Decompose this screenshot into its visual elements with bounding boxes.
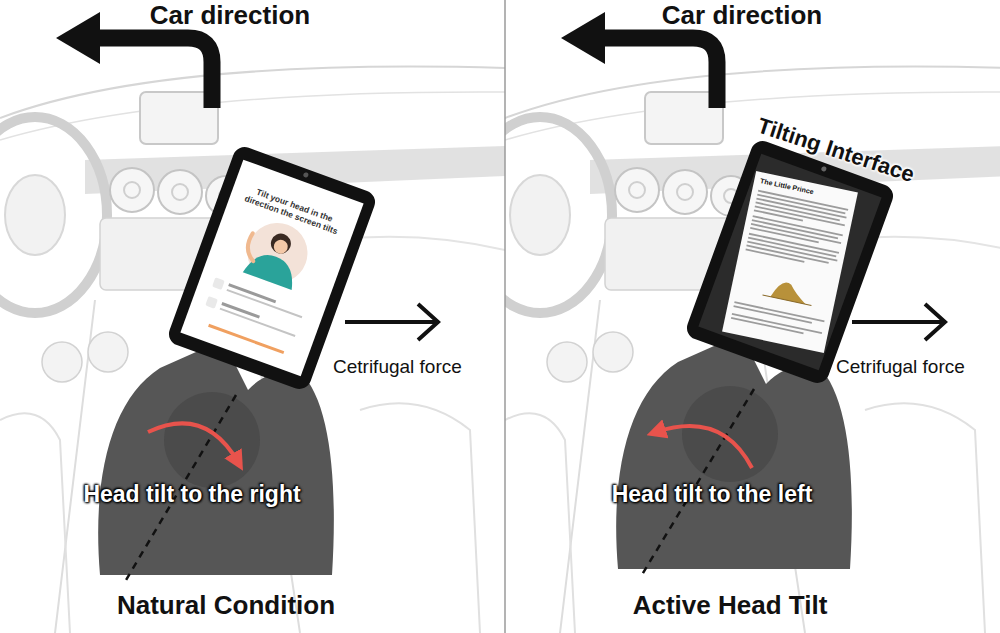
figure-face bbox=[272, 238, 290, 256]
tablet-screen: Tilt your head in the direction the scre… bbox=[227, 171, 360, 249]
direction-arrow bbox=[603, 38, 717, 108]
panel-title: Natural Condition bbox=[117, 591, 335, 621]
camera-dot bbox=[303, 172, 309, 178]
tablet bbox=[166, 144, 379, 393]
camera-dot bbox=[821, 166, 827, 172]
direction-arrowhead bbox=[56, 12, 100, 64]
illustration-bg bbox=[239, 215, 316, 292]
direction-label: Car direction bbox=[150, 1, 310, 31]
figure-hair bbox=[268, 231, 294, 257]
figure-arm bbox=[243, 233, 262, 261]
screen-text: The Little Prince bbox=[759, 177, 851, 204]
list-icon bbox=[205, 296, 218, 309]
car-interior-sketch bbox=[505, 67, 1000, 633]
tilt-arrow bbox=[148, 423, 238, 462]
car-interior-sketch bbox=[0, 67, 505, 633]
force-arrow bbox=[345, 320, 436, 324]
tablet bbox=[684, 138, 897, 387]
reading-page-bg bbox=[722, 171, 858, 353]
text-lines bbox=[731, 190, 848, 338]
tilt-label: Head tilt to the left bbox=[612, 481, 813, 507]
hat-drawing bbox=[763, 295, 812, 305]
interface-label: Tilting Interface bbox=[754, 113, 917, 188]
tilt-arrow bbox=[656, 426, 752, 468]
figure-body bbox=[243, 248, 301, 290]
text-line bbox=[226, 289, 302, 318]
tablet-frame bbox=[684, 138, 897, 387]
tablet-screen-bg bbox=[698, 154, 881, 371]
direction-arrowhead bbox=[561, 12, 605, 64]
force-label: Cetrifugal force bbox=[836, 356, 965, 378]
direction-arrow bbox=[98, 38, 212, 108]
direction-label: Car direction bbox=[662, 1, 822, 31]
text-line bbox=[208, 324, 284, 354]
force-arrowhead bbox=[925, 304, 945, 340]
force-arrowhead bbox=[418, 304, 438, 340]
tablet-screen-bg bbox=[180, 160, 363, 377]
force-arrow bbox=[852, 320, 943, 324]
tablet-frame bbox=[166, 144, 379, 393]
screen-text: Tilt your head in the direction the scre… bbox=[239, 182, 347, 238]
tilt-label: Head tilt to the right bbox=[83, 481, 300, 507]
force-label: Cetrifugal force bbox=[333, 356, 462, 378]
list-icon bbox=[212, 277, 225, 290]
reading-page: The Little Prince bbox=[722, 171, 858, 353]
panel-title: Active Head Tilt bbox=[633, 591, 828, 621]
panel-divider bbox=[504, 0, 506, 633]
